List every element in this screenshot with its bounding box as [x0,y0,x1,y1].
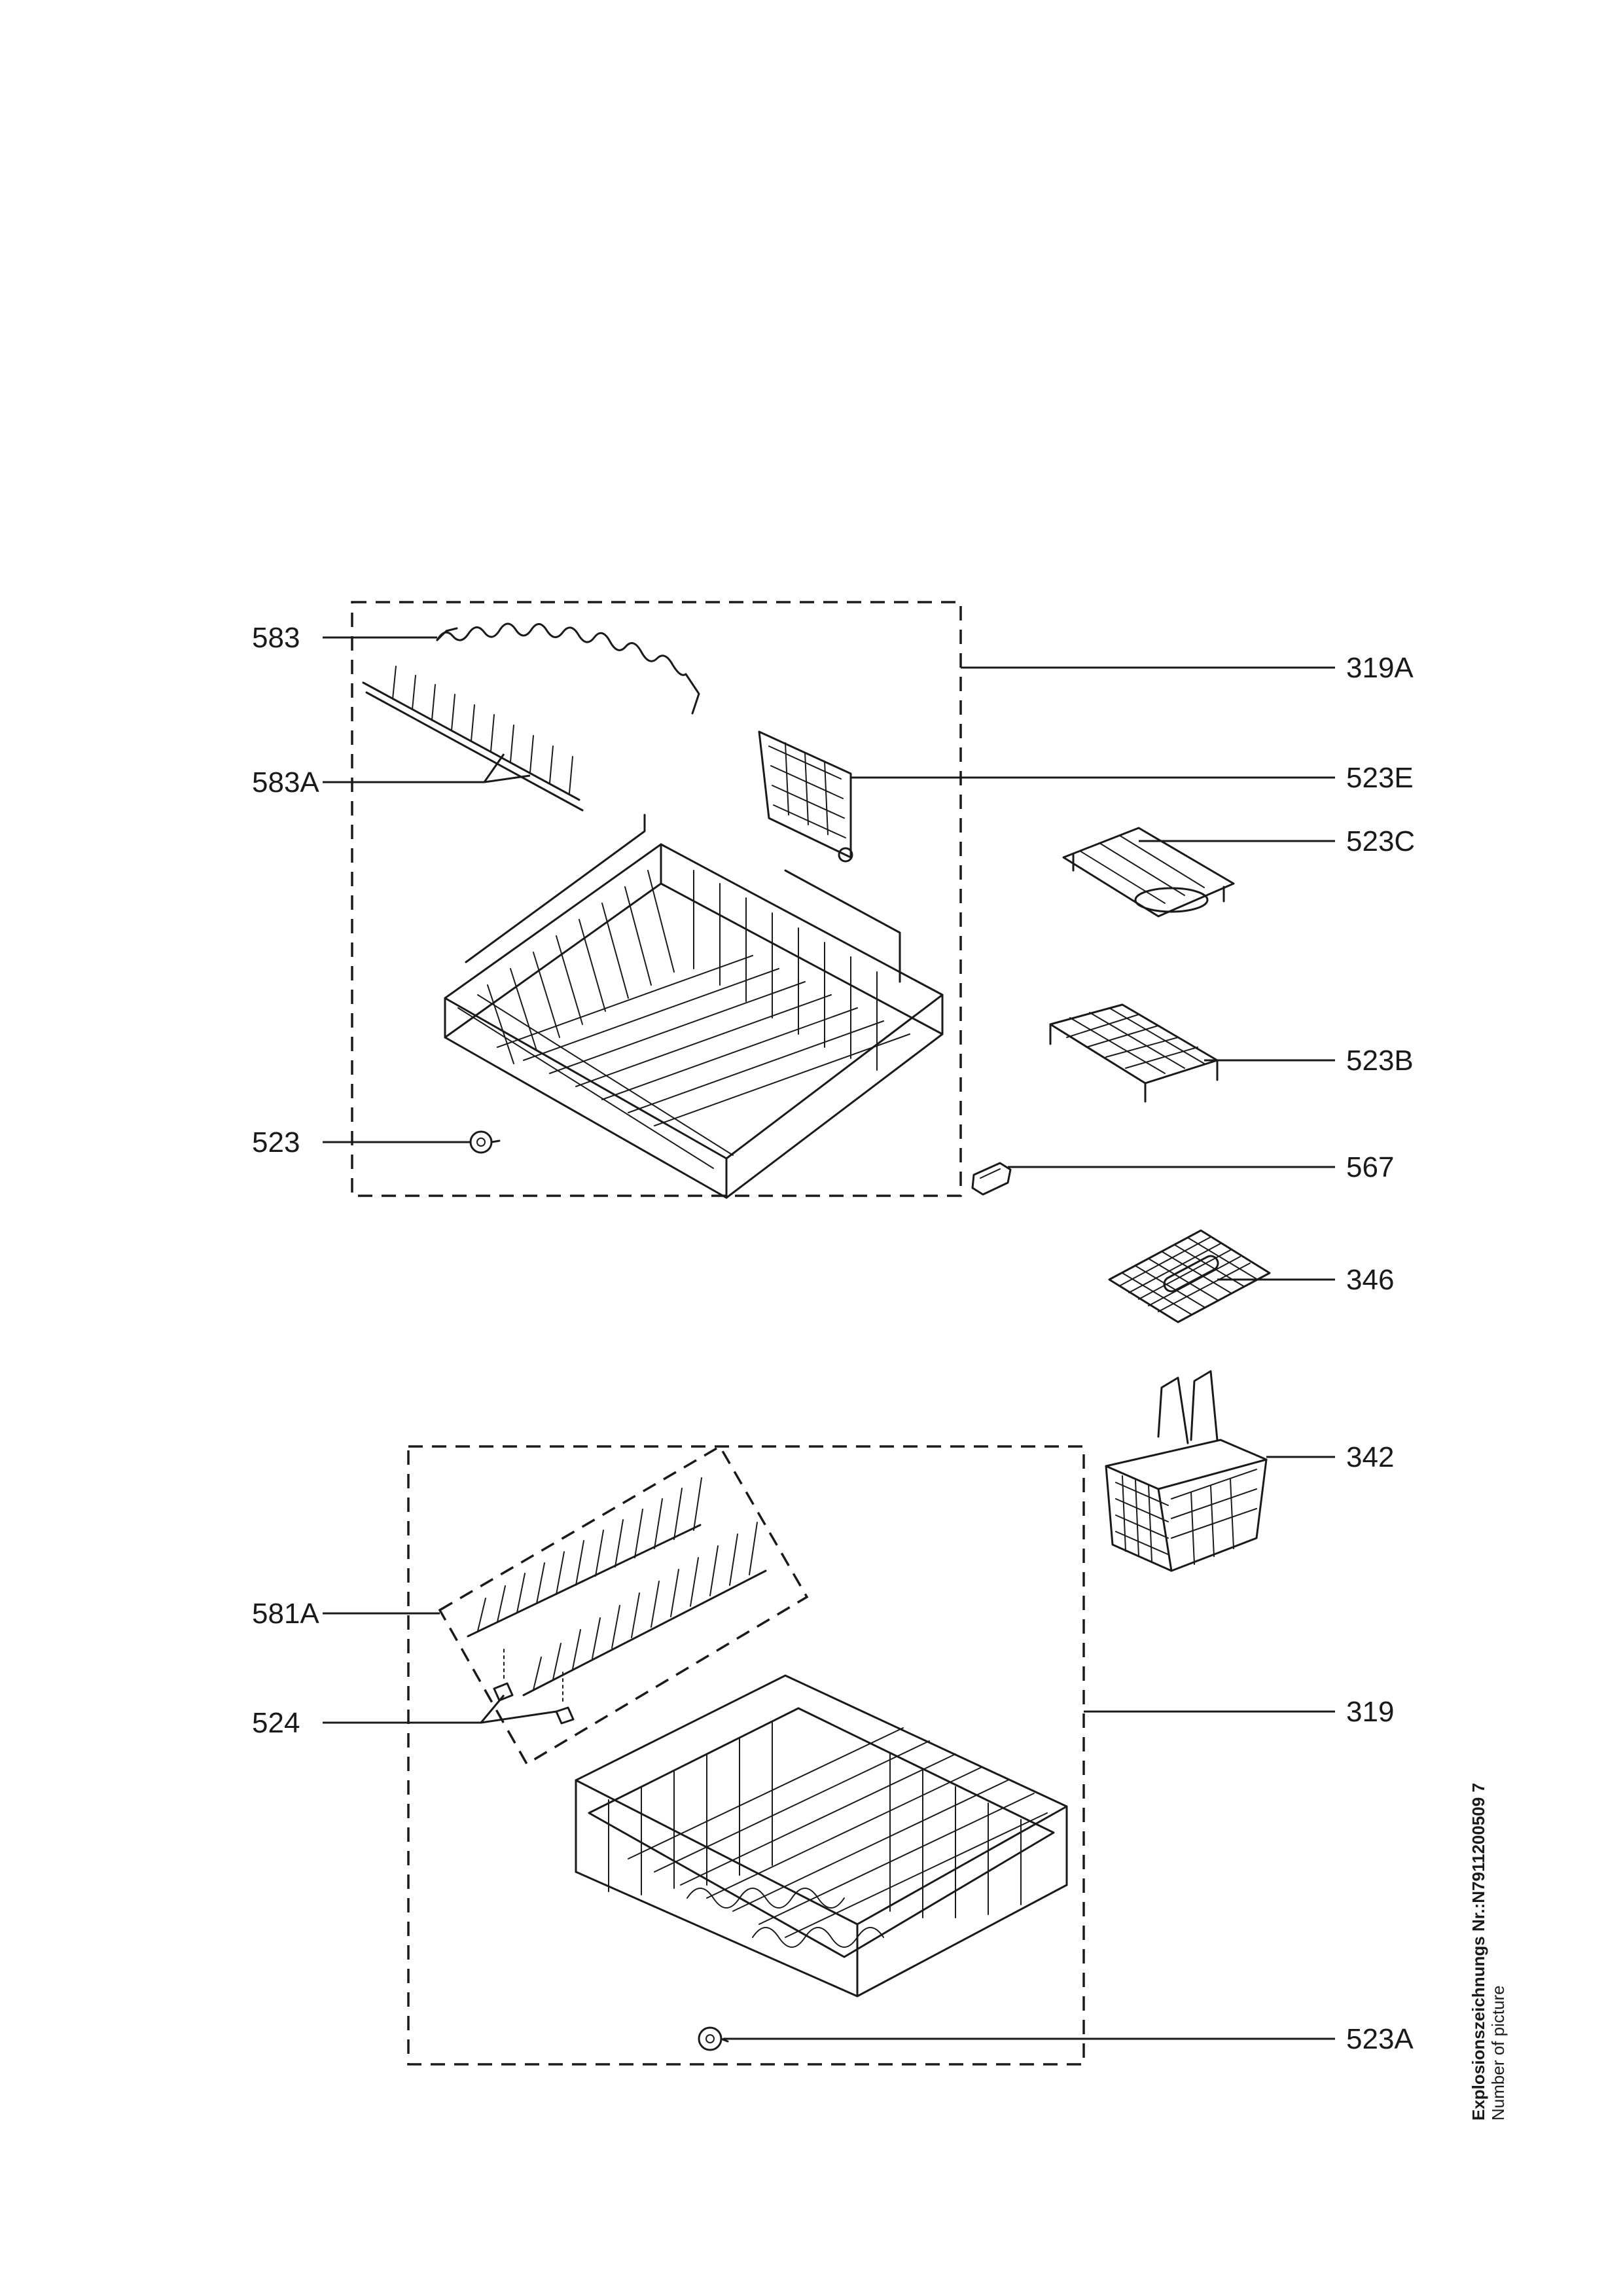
upper-basket-group-box [351,601,962,1197]
label-583: 583 [252,622,300,654]
drawing-number-block: Explosionszeichnungs Nr.:N7911200509 7 N… [1469,1783,1508,2121]
label-319: 319 [1346,1696,1394,1728]
label-523: 523 [252,1126,300,1158]
label-523A: 523A [1346,2023,1414,2055]
label-523C: 523C [1346,825,1415,857]
label-524: 524 [252,1707,300,1739]
lower-basket-group-box [407,1445,1085,2066]
part-523B-rack [1049,1003,1219,1103]
part-524-clips [493,1649,575,1725]
part-342-cutlery-basket [1105,1370,1268,1572]
part-583-wavy-holder [436,622,700,715]
part-583A-cup-rack [362,666,584,812]
upper-basket [444,814,944,1199]
part-523C-holder [1062,827,1235,918]
part-523E-side-panel [758,730,853,863]
label-567: 567 [1346,1151,1394,1183]
label-581A: 581A [252,1598,319,1630]
label-319A: 319A [1346,652,1414,684]
part-346-grid-tray [1108,1229,1271,1323]
label-342: 342 [1346,1441,1394,1473]
lower-basket [575,1674,1068,1998]
label-583A: 583A [252,766,319,798]
part-567-clip [971,1162,1012,1196]
label-523E: 523E [1346,762,1414,794]
part-523-wheel [469,1130,501,1154]
drawing-number: Explosionszeichnungs Nr.:N7911200509 7 [1469,1783,1488,2121]
leader-lines [323,636,1335,2040]
insert-subgroup-box [438,1444,809,1766]
drawing-caption: Number of picture [1488,1985,1508,2121]
part-523A-wheel [698,2026,729,2051]
label-346: 346 [1346,1264,1394,1296]
part-581A-plate-inserts [467,1477,767,1696]
label-523B: 523B [1346,1045,1414,1077]
